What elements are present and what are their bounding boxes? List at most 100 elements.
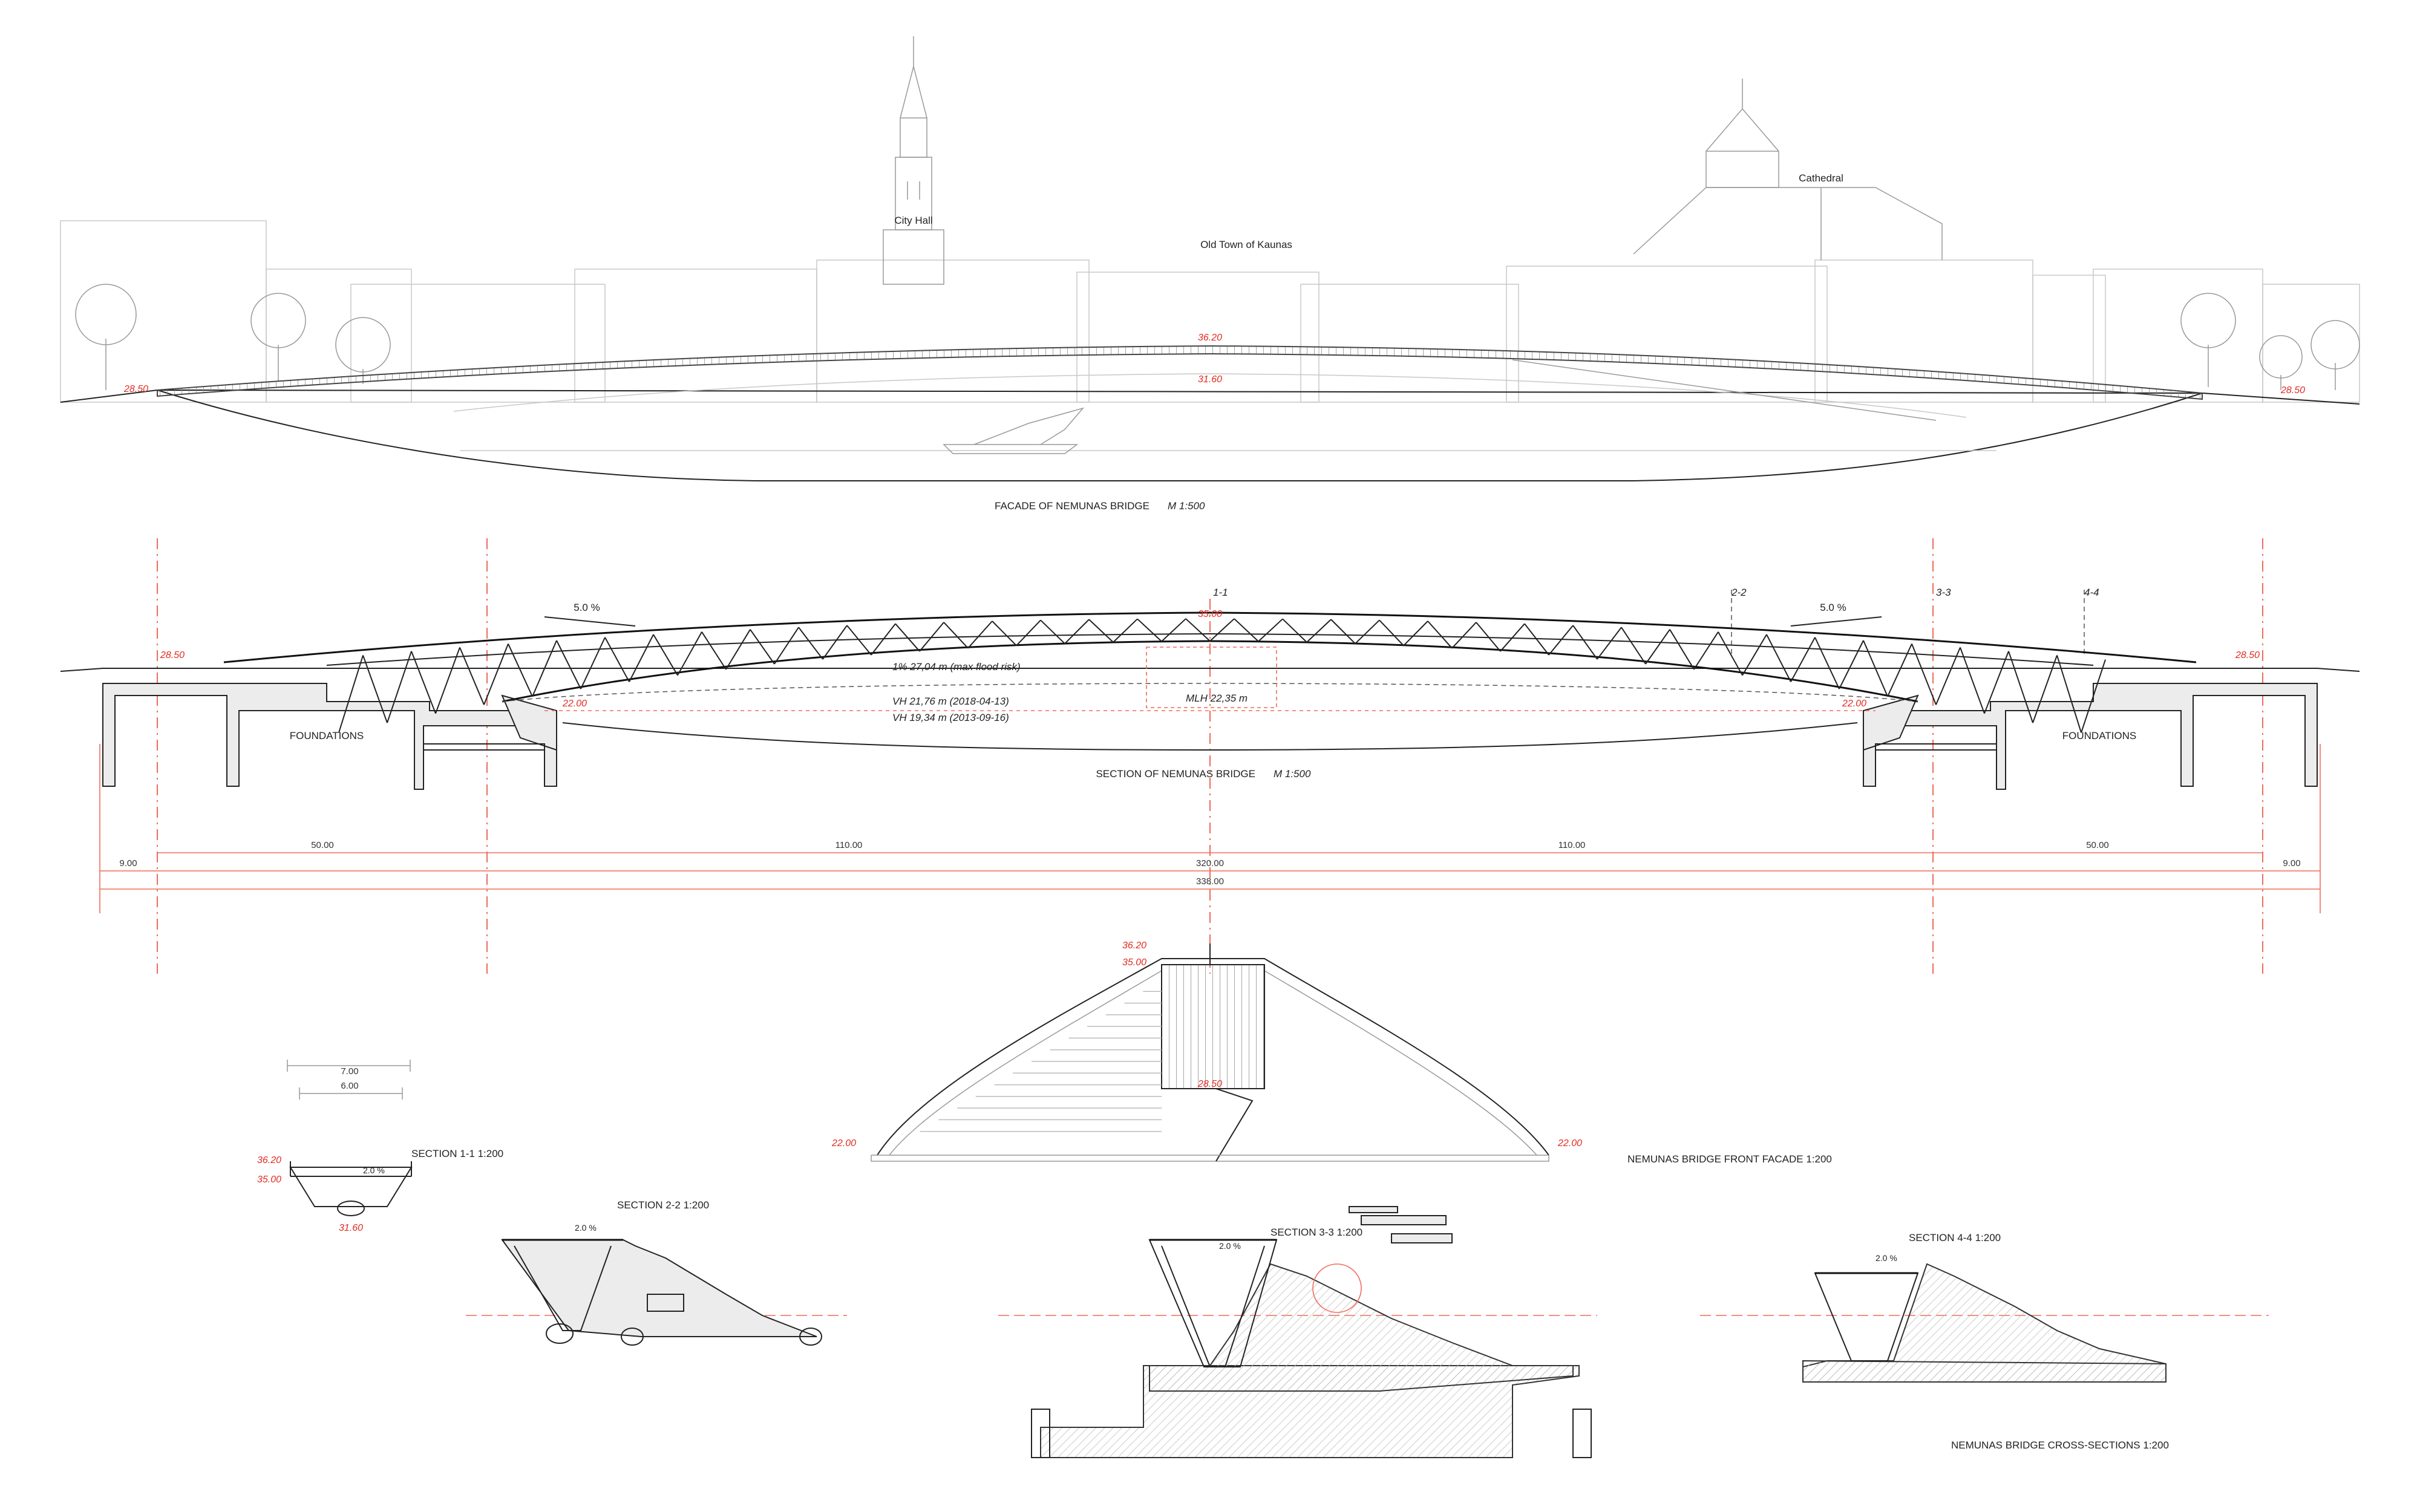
truss-member [967,621,993,649]
s11-level-bottom: 31.60 [339,1223,363,1233]
truss-member [677,631,702,676]
facade-ramp [1512,359,1937,421]
abutment-left [102,683,557,790]
truss-member [992,621,1017,647]
city-hall-label: City Hall [894,215,932,226]
truss-member [1379,619,1404,647]
truss-member [1500,623,1525,652]
truss-member [1645,629,1670,665]
truss-member [774,627,799,665]
truss-member [1984,651,2009,714]
truss-member [846,625,872,656]
front-facade-title: NEMUNAS BRIDGE FRONT FACADE 1:200 [1627,1153,1832,1165]
truss-member [1718,631,1743,676]
truss-member [943,622,969,649]
section-level-right: 28.50 [2235,650,2260,660]
truss-member [2056,655,2082,733]
s11-width-inner: 6.00 [341,1081,358,1091]
front-facade-pier [1161,964,1265,1089]
cathedral-label: Cathedral [1799,172,1843,184]
flood-line [502,683,1918,702]
truss-member [1863,640,1888,697]
truss-member [1621,627,1646,665]
slope-left-label: 5.0 % [574,602,600,613]
truss-member [871,623,896,656]
section-drawing: 5.0 % 5.0 % 1-1 2-2 3-3 4-4 35.00 28.50 … [60,538,2360,974]
truss-member [1330,619,1356,644]
truss-member [1766,634,1791,682]
truss-member [435,647,460,714]
front-level-top: 36.20 [1122,940,1146,951]
truss-member [1911,644,1937,705]
truss-member [1742,634,1767,676]
slope-arrow-left [544,616,636,627]
s11-level-top: 36.20 [257,1155,281,1165]
section-level-low-right: 22.00 [1842,699,1866,709]
section-riverbed [562,722,1858,751]
truss-member [1887,644,1912,697]
truss-member [725,629,751,670]
riverbed [157,389,2203,481]
trees-right [2180,293,2360,390]
truss-member [1258,618,1283,642]
facade-level-top: 36.20 [1198,333,1222,343]
truss-member [629,634,654,682]
slope-right-label: 5.0 % [1820,602,1846,613]
truss-member [1282,618,1307,643]
s11-level-deck: 35.00 [257,1175,281,1185]
truss-member [459,647,485,705]
truss-member [1427,621,1453,649]
truss-member [1814,637,1840,689]
section-2-2: 2.0 % SECTION 2-2 1:200 [466,1199,847,1346]
front-level-right: 22.00 [1557,1138,1582,1149]
truss-member [338,655,364,733]
truss-member [556,640,581,689]
truss-member [1935,647,1961,705]
truss-member [2008,651,2033,723]
cut-1-label: 1-1 [1213,587,1228,598]
city-hall-tower [883,36,944,285]
dim-9-left: 9.00 [119,858,137,868]
facade-drawing: City Hall Old Town of Kaunas Cathedral 3… [60,36,2360,512]
truss-diagonals [338,618,2106,733]
dim-338: 338.00 [1196,876,1224,887]
dim-9-right: 9.00 [2283,858,2300,868]
truss-member [750,629,775,665]
slope-arrow-right [1790,616,1882,627]
dim-110-right: 110.00 [1558,840,1586,850]
section-scale: M 1:500 [1274,768,1311,780]
section-4-4: 2.0 % SECTION 4-4 1:200 NEMUNAS BRIDGE C… [1700,1232,2269,1451]
dim-110-left: 110.00 [836,840,863,850]
truss-member [822,625,848,660]
truss-member [1451,622,1477,649]
truss-member [1572,625,1598,660]
s44-slope: 2.0 % [1876,1253,1897,1263]
truss-member [1234,618,1259,642]
truss-member [1064,619,1090,644]
truss-member [411,651,436,714]
truss-member [532,640,557,697]
front-level-mid: 28.50 [1197,1079,1222,1089]
section-truss [223,611,2197,733]
vh1-label: VH 21,76 m (2018-04-13) [892,696,1009,707]
s22-slope: 2.0 % [575,1223,597,1233]
truss-member [1524,623,1549,656]
s11-slope: 2.0 % [363,1165,385,1175]
truss-member [1016,619,1041,647]
truss-member [1790,637,1816,682]
s11-width-outer: 7.00 [341,1066,358,1077]
section-gridlines [99,538,2321,974]
truss-member [653,634,678,676]
foundations-right-label: FOUNDATIONS [2062,730,2136,741]
facade-title: FACADE OF NEMUNAS BRIDGE [995,500,1150,512]
truss-member [580,637,606,689]
facade-level-left: 28.50 [123,384,148,394]
truss-member [1960,647,1985,714]
ground-line [60,389,2360,405]
facade-level-right: 28.50 [2280,385,2305,396]
truss-member [483,644,509,705]
city-skyline [60,36,2360,403]
s22-title: SECTION 2-2 1:200 [617,1199,709,1211]
truss-member [1209,618,1235,642]
